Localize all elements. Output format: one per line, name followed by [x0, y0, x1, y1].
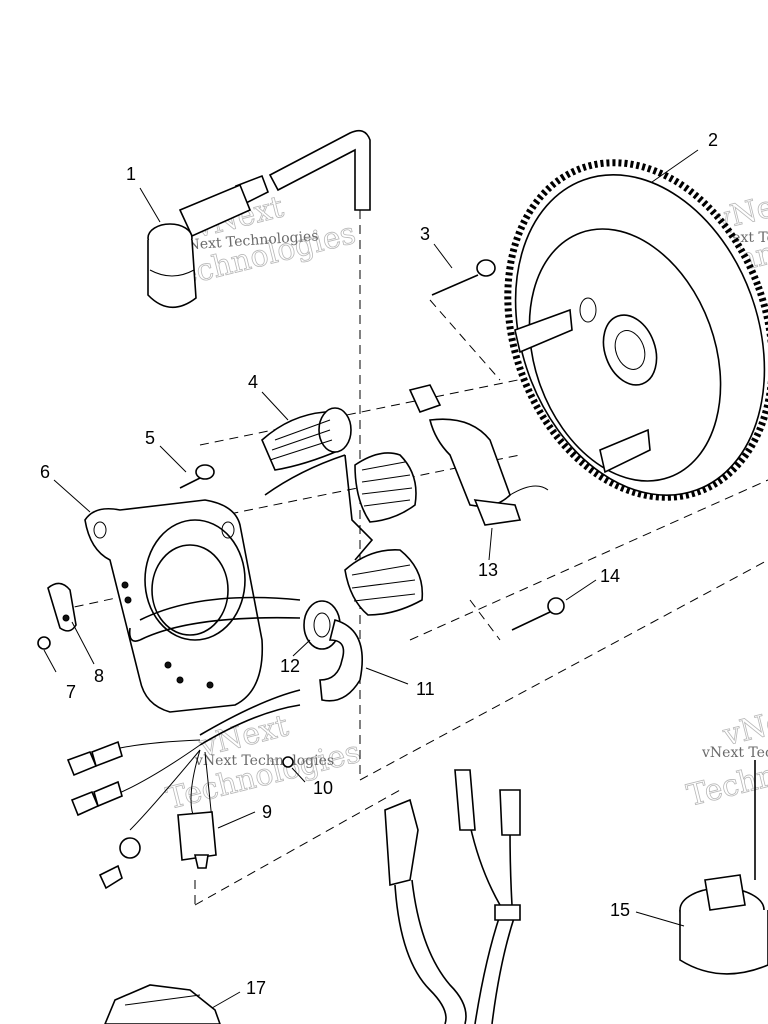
screw-5: [179, 464, 215, 489]
callout-6: 6: [40, 462, 50, 482]
bolt-3: [431, 259, 496, 296]
callout-4: 4: [248, 372, 258, 392]
sleeve-11: [319, 619, 364, 702]
solenoid-15: [679, 760, 768, 975]
bracket-8: [47, 582, 77, 632]
callout-7: 7: [66, 682, 76, 702]
callout-12: 12: [280, 656, 300, 676]
watermark-small-lower-right: vNext Technologies: [701, 745, 768, 761]
callout-1: 1: [126, 164, 136, 184]
callout-11: 11: [416, 679, 435, 699]
wire-harness-left: [66, 689, 301, 890]
harness-bottom: [384, 769, 521, 1024]
callout-2: 2: [708, 130, 718, 150]
callout-17: 17: [246, 978, 266, 998]
bolt-14: [511, 597, 565, 631]
screw-7: [37, 636, 51, 650]
callout-14: 14: [600, 566, 620, 586]
relay-17: [104, 984, 221, 1024]
callout-8: 8: [94, 666, 104, 686]
callout-labels: 1 2 3 4 5 6 7 8 9 10 11 12 13 14 15 17: [40, 130, 718, 998]
spark-plug-cap: [147, 129, 371, 309]
stator-plate: [84, 499, 264, 713]
pulser-coil-13: [408, 384, 549, 526]
stator-assembly: [261, 407, 424, 616]
callout-15: 15: [610, 900, 630, 920]
callout-10: 10: [313, 778, 333, 798]
harness-sleeve: [128, 596, 301, 642]
screw-10: [282, 756, 294, 768]
leader-lines: [43, 149, 699, 1009]
flywheel: [504, 159, 768, 501]
callout-13: 13: [478, 560, 498, 580]
watermark-small-middle: vNext Technologies: [194, 753, 334, 769]
callout-9: 9: [262, 802, 272, 822]
callout-3: 3: [420, 224, 430, 244]
callout-5: 5: [145, 428, 155, 448]
